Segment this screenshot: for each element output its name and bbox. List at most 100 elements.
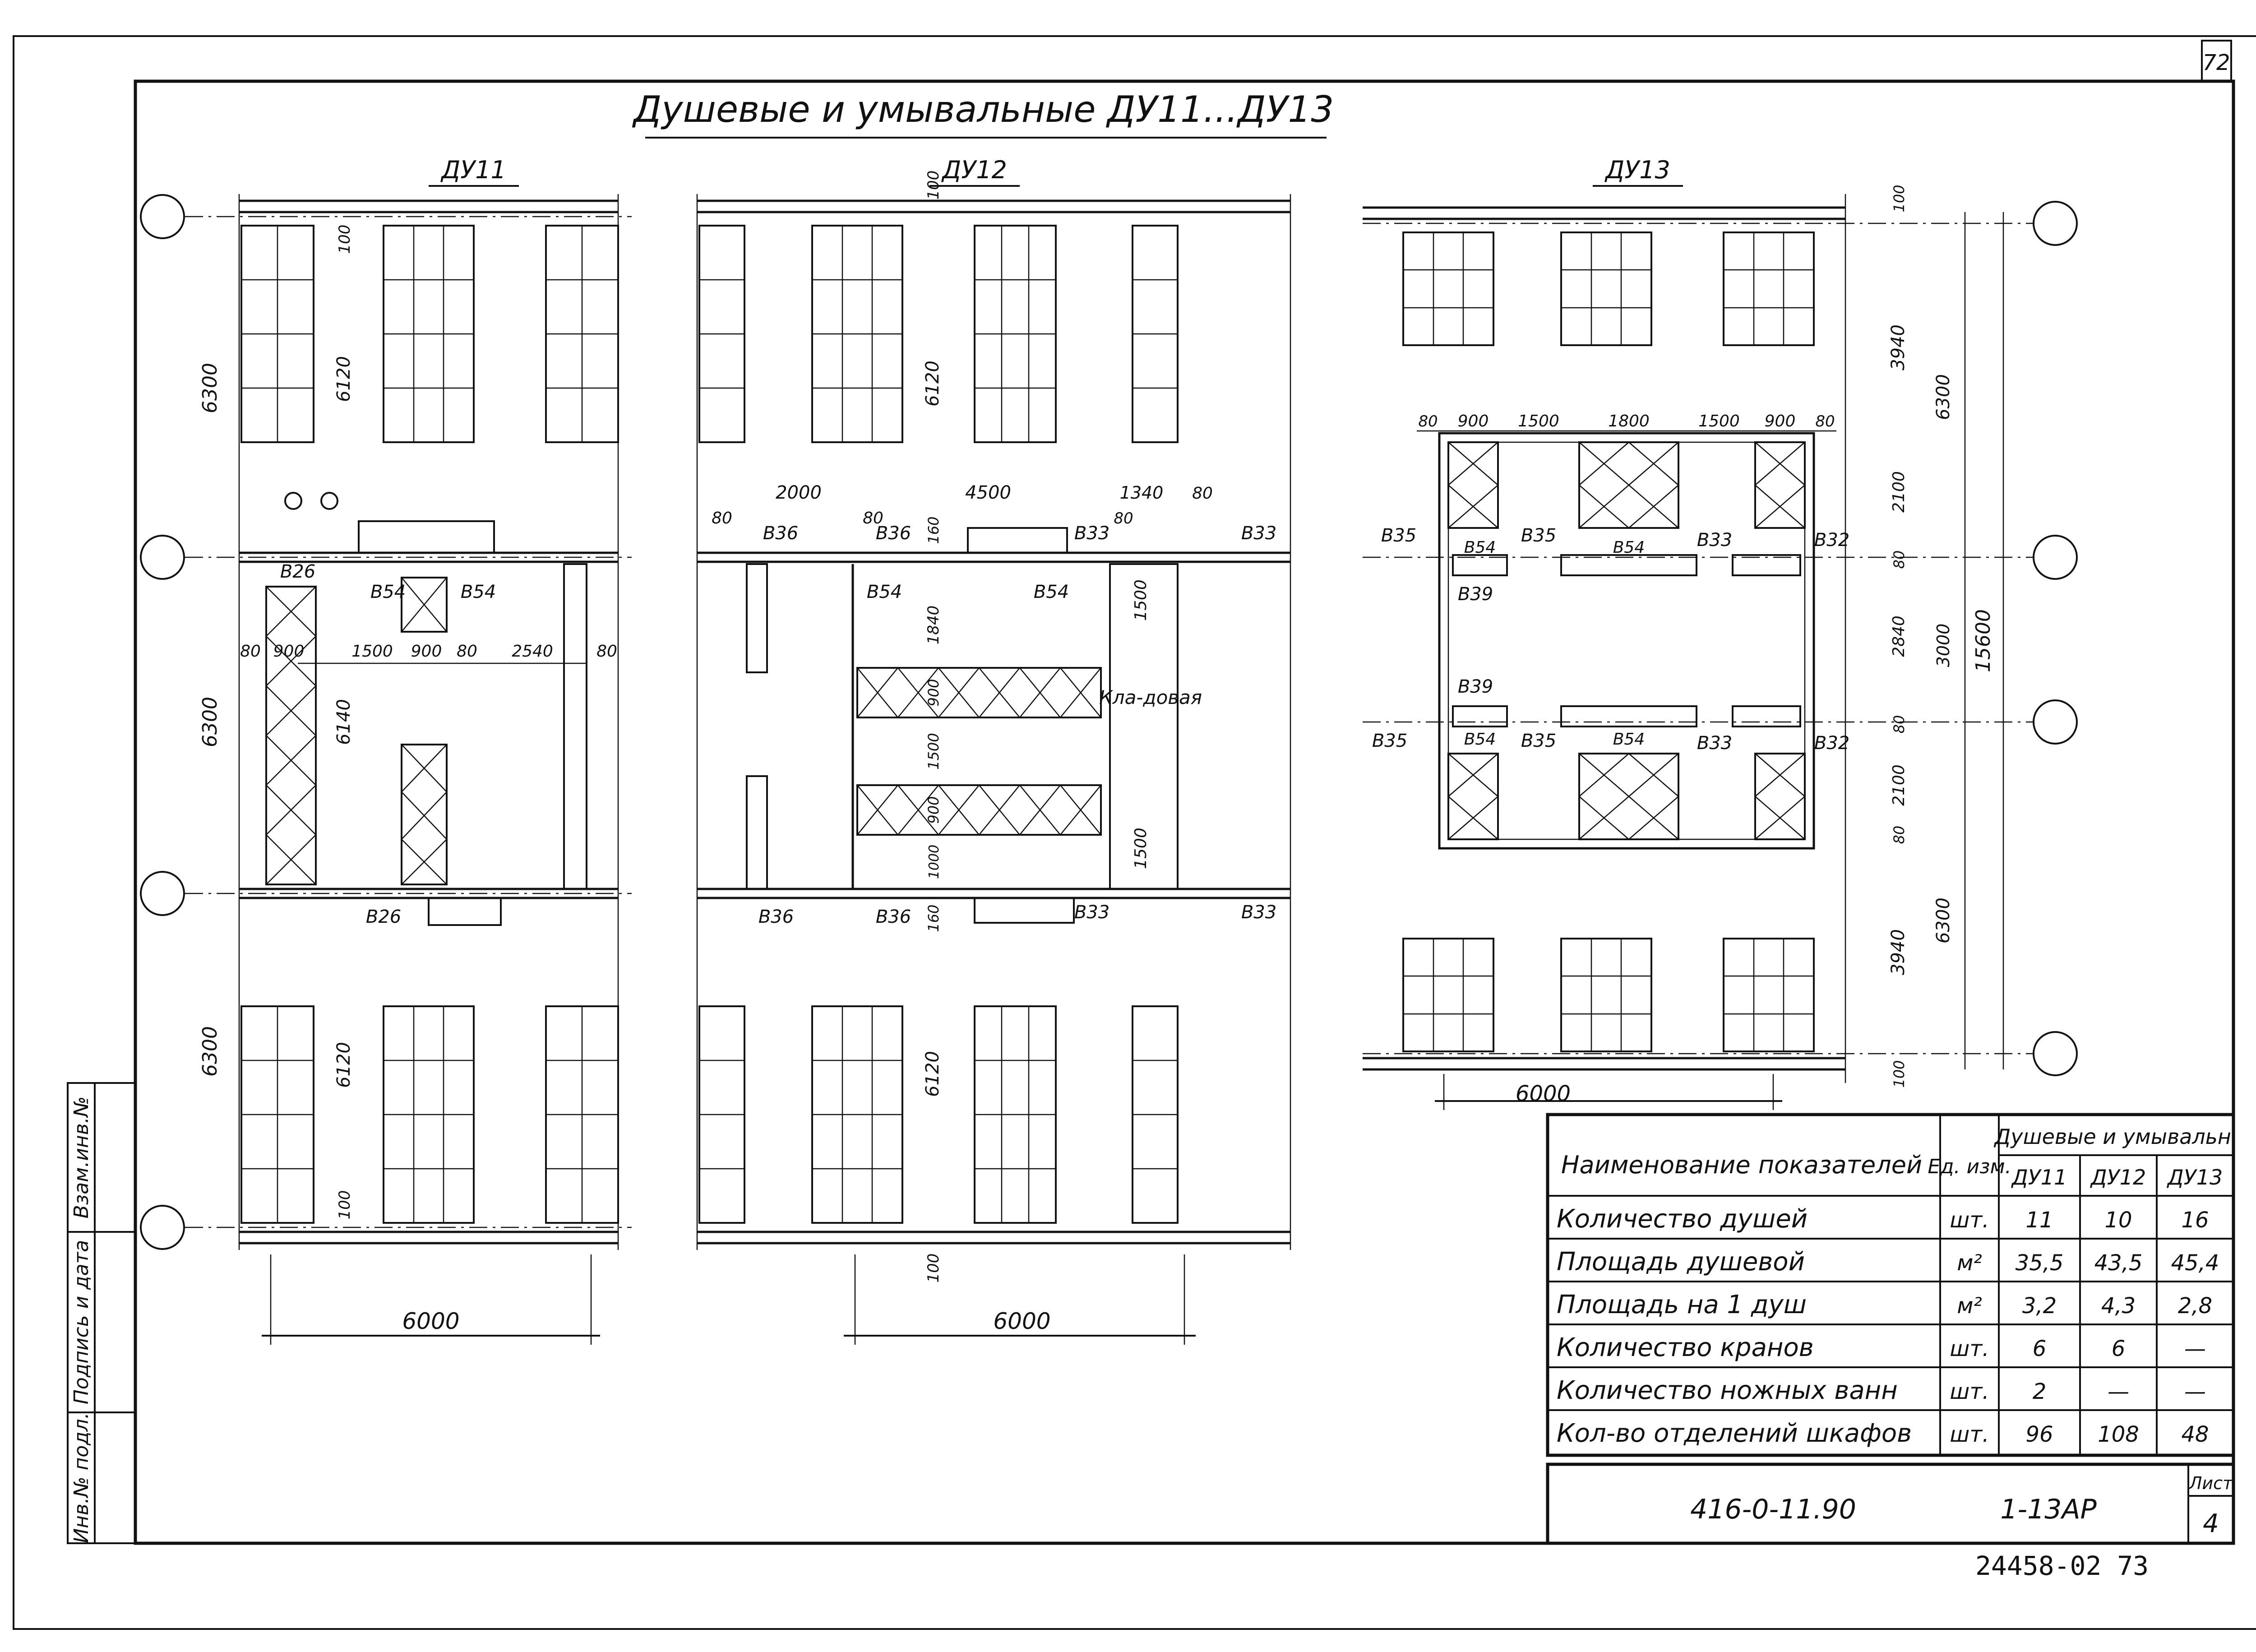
equipment-mark: В35 bbox=[1521, 731, 1556, 751]
table-cell: 11 bbox=[2025, 1208, 2053, 1233]
table-header-unit: Ед. изм. bbox=[1928, 1155, 2011, 1178]
shower-cabin-cross bbox=[1448, 442, 1498, 528]
shower-cabins bbox=[1447, 753, 1499, 840]
dim-label: 80 bbox=[1418, 412, 1438, 430]
shower-cabin-cross bbox=[1579, 442, 1679, 528]
locker-row bbox=[563, 563, 587, 890]
dim-label: 100 bbox=[1891, 1060, 1908, 1087]
window-mullions bbox=[241, 226, 618, 1223]
sheet-title: Душевые и умывальные ДУ11...ДУ13 bbox=[632, 88, 1334, 130]
equipment-mark: В54 bbox=[1464, 730, 1496, 749]
dim-label: 2540 bbox=[512, 642, 553, 661]
dim-label: 1500 bbox=[1518, 412, 1559, 430]
table-row-unit: шт. bbox=[1950, 1379, 1989, 1404]
dim-label: 3940 bbox=[1888, 929, 1909, 975]
table-header-name: Наименование показателей bbox=[1561, 1151, 1922, 1179]
foot-bath-icon bbox=[320, 492, 338, 510]
shower-cabin-cross bbox=[857, 667, 1101, 718]
equipment-mark: В26 bbox=[366, 907, 401, 927]
equipment-mark: В54 bbox=[461, 582, 496, 602]
locker-row bbox=[1732, 554, 1801, 576]
window bbox=[1560, 231, 1652, 346]
axis-bubble bbox=[2033, 201, 2078, 246]
dim-label: 2000 bbox=[776, 482, 822, 503]
equipment-mark: В26 bbox=[280, 561, 315, 582]
dim-label: 1500 bbox=[1132, 828, 1150, 869]
axis-bubble bbox=[140, 535, 185, 580]
side-stamp-frame bbox=[67, 1082, 136, 1544]
block-outline bbox=[1447, 441, 1806, 840]
dim-label: 1340 bbox=[1120, 483, 1164, 503]
dim-label: 900 bbox=[411, 642, 442, 661]
window-mullions bbox=[1403, 232, 1814, 1051]
inner-frame bbox=[134, 79, 2235, 1545]
table-cell: 4,3 bbox=[2101, 1293, 2136, 1319]
table-frame bbox=[1546, 1113, 2235, 1457]
axis-bubble bbox=[140, 871, 185, 916]
title-block-frame bbox=[1546, 1462, 2235, 1545]
table-cell: — bbox=[2184, 1336, 2206, 1361]
side-stamp-replace-inv: Взам.инв.№ bbox=[70, 1097, 93, 1219]
side-stamp-inv-no: Инв.№ подл. bbox=[70, 1412, 93, 1543]
shower-cabins bbox=[401, 744, 448, 885]
dim-label: 6300 bbox=[199, 1026, 222, 1077]
dim-label: 1840 bbox=[925, 606, 943, 645]
dim-label: 15600 bbox=[1972, 609, 1995, 672]
table-row-name: Площадь душевой bbox=[1557, 1247, 1805, 1277]
window bbox=[1402, 938, 1494, 1052]
dim-label: 3940 bbox=[1888, 324, 1909, 370]
dim-label: 80 bbox=[1891, 715, 1908, 734]
window-mullions bbox=[699, 226, 1178, 1223]
dim-label: 4500 bbox=[965, 482, 1011, 503]
table-col-du12: ДУ12 bbox=[2090, 1165, 2146, 1189]
dim-label: 80 bbox=[863, 509, 883, 528]
plan-du12: ДУ12 Кла-довая 6120 6120 100 bbox=[696, 156, 1291, 1345]
dim-label: 900 bbox=[1458, 412, 1489, 430]
dim-label: 2100 bbox=[1890, 764, 1908, 806]
table-col-du13: ДУ13 bbox=[2167, 1165, 2223, 1189]
dim-label: 1500 bbox=[351, 642, 393, 661]
equipment-mark: В33 bbox=[1697, 733, 1732, 754]
dim-label: 80 bbox=[1815, 412, 1835, 430]
locker-row bbox=[1732, 705, 1801, 727]
table-row-unit: шт. bbox=[1950, 1422, 1989, 1447]
table-cell: 2 bbox=[2033, 1379, 2047, 1404]
window bbox=[1723, 938, 1815, 1052]
table-col-du11: ДУ11 bbox=[2011, 1165, 2067, 1189]
dim-label: 6300 bbox=[199, 697, 222, 747]
shower-cabin-cross bbox=[401, 577, 447, 632]
washbasin-row bbox=[358, 520, 495, 554]
equipment-mark: В54 bbox=[1034, 582, 1069, 602]
dim-label: 100 bbox=[336, 225, 354, 254]
locker-row bbox=[746, 563, 768, 673]
dim-label: 80 bbox=[457, 642, 477, 661]
dim-label: 160 bbox=[925, 516, 942, 544]
shower-cabins bbox=[856, 667, 1102, 718]
table-row-name: Кол-во отделений шкафов bbox=[1557, 1419, 1912, 1448]
shower-cabins bbox=[401, 577, 448, 633]
locker-row bbox=[1560, 554, 1697, 576]
shower-cabins bbox=[856, 784, 1102, 836]
table-row-unit: м² bbox=[1957, 1293, 1982, 1319]
dim-label: 80 bbox=[1891, 826, 1908, 844]
dim-label: 160 bbox=[925, 904, 942, 932]
sheet-label: Лист bbox=[2188, 1473, 2233, 1493]
equipment-mark: В35 bbox=[1381, 525, 1416, 546]
table-cell: 45,4 bbox=[2171, 1250, 2219, 1276]
storeroom bbox=[1109, 563, 1179, 890]
equipment-mark: В33 bbox=[1074, 902, 1110, 923]
equipment-mark: В32 bbox=[1814, 733, 1849, 754]
dim-label: 900 bbox=[273, 642, 305, 661]
equipment-mark: В54 bbox=[1464, 538, 1496, 557]
dim-label: 6300 bbox=[199, 363, 222, 413]
equipment-mark: В39 bbox=[1458, 676, 1493, 697]
shower-cabin-cross bbox=[401, 744, 447, 885]
washbasin-row bbox=[974, 897, 1075, 924]
table-row-unit: шт. bbox=[1950, 1208, 1989, 1233]
dim-label: 80 bbox=[240, 642, 261, 661]
equipment-mark: В33 bbox=[1074, 523, 1110, 544]
dim-label: 900 bbox=[925, 679, 942, 706]
block-outline bbox=[1438, 432, 1815, 850]
table-cell: 6 bbox=[2033, 1336, 2047, 1361]
